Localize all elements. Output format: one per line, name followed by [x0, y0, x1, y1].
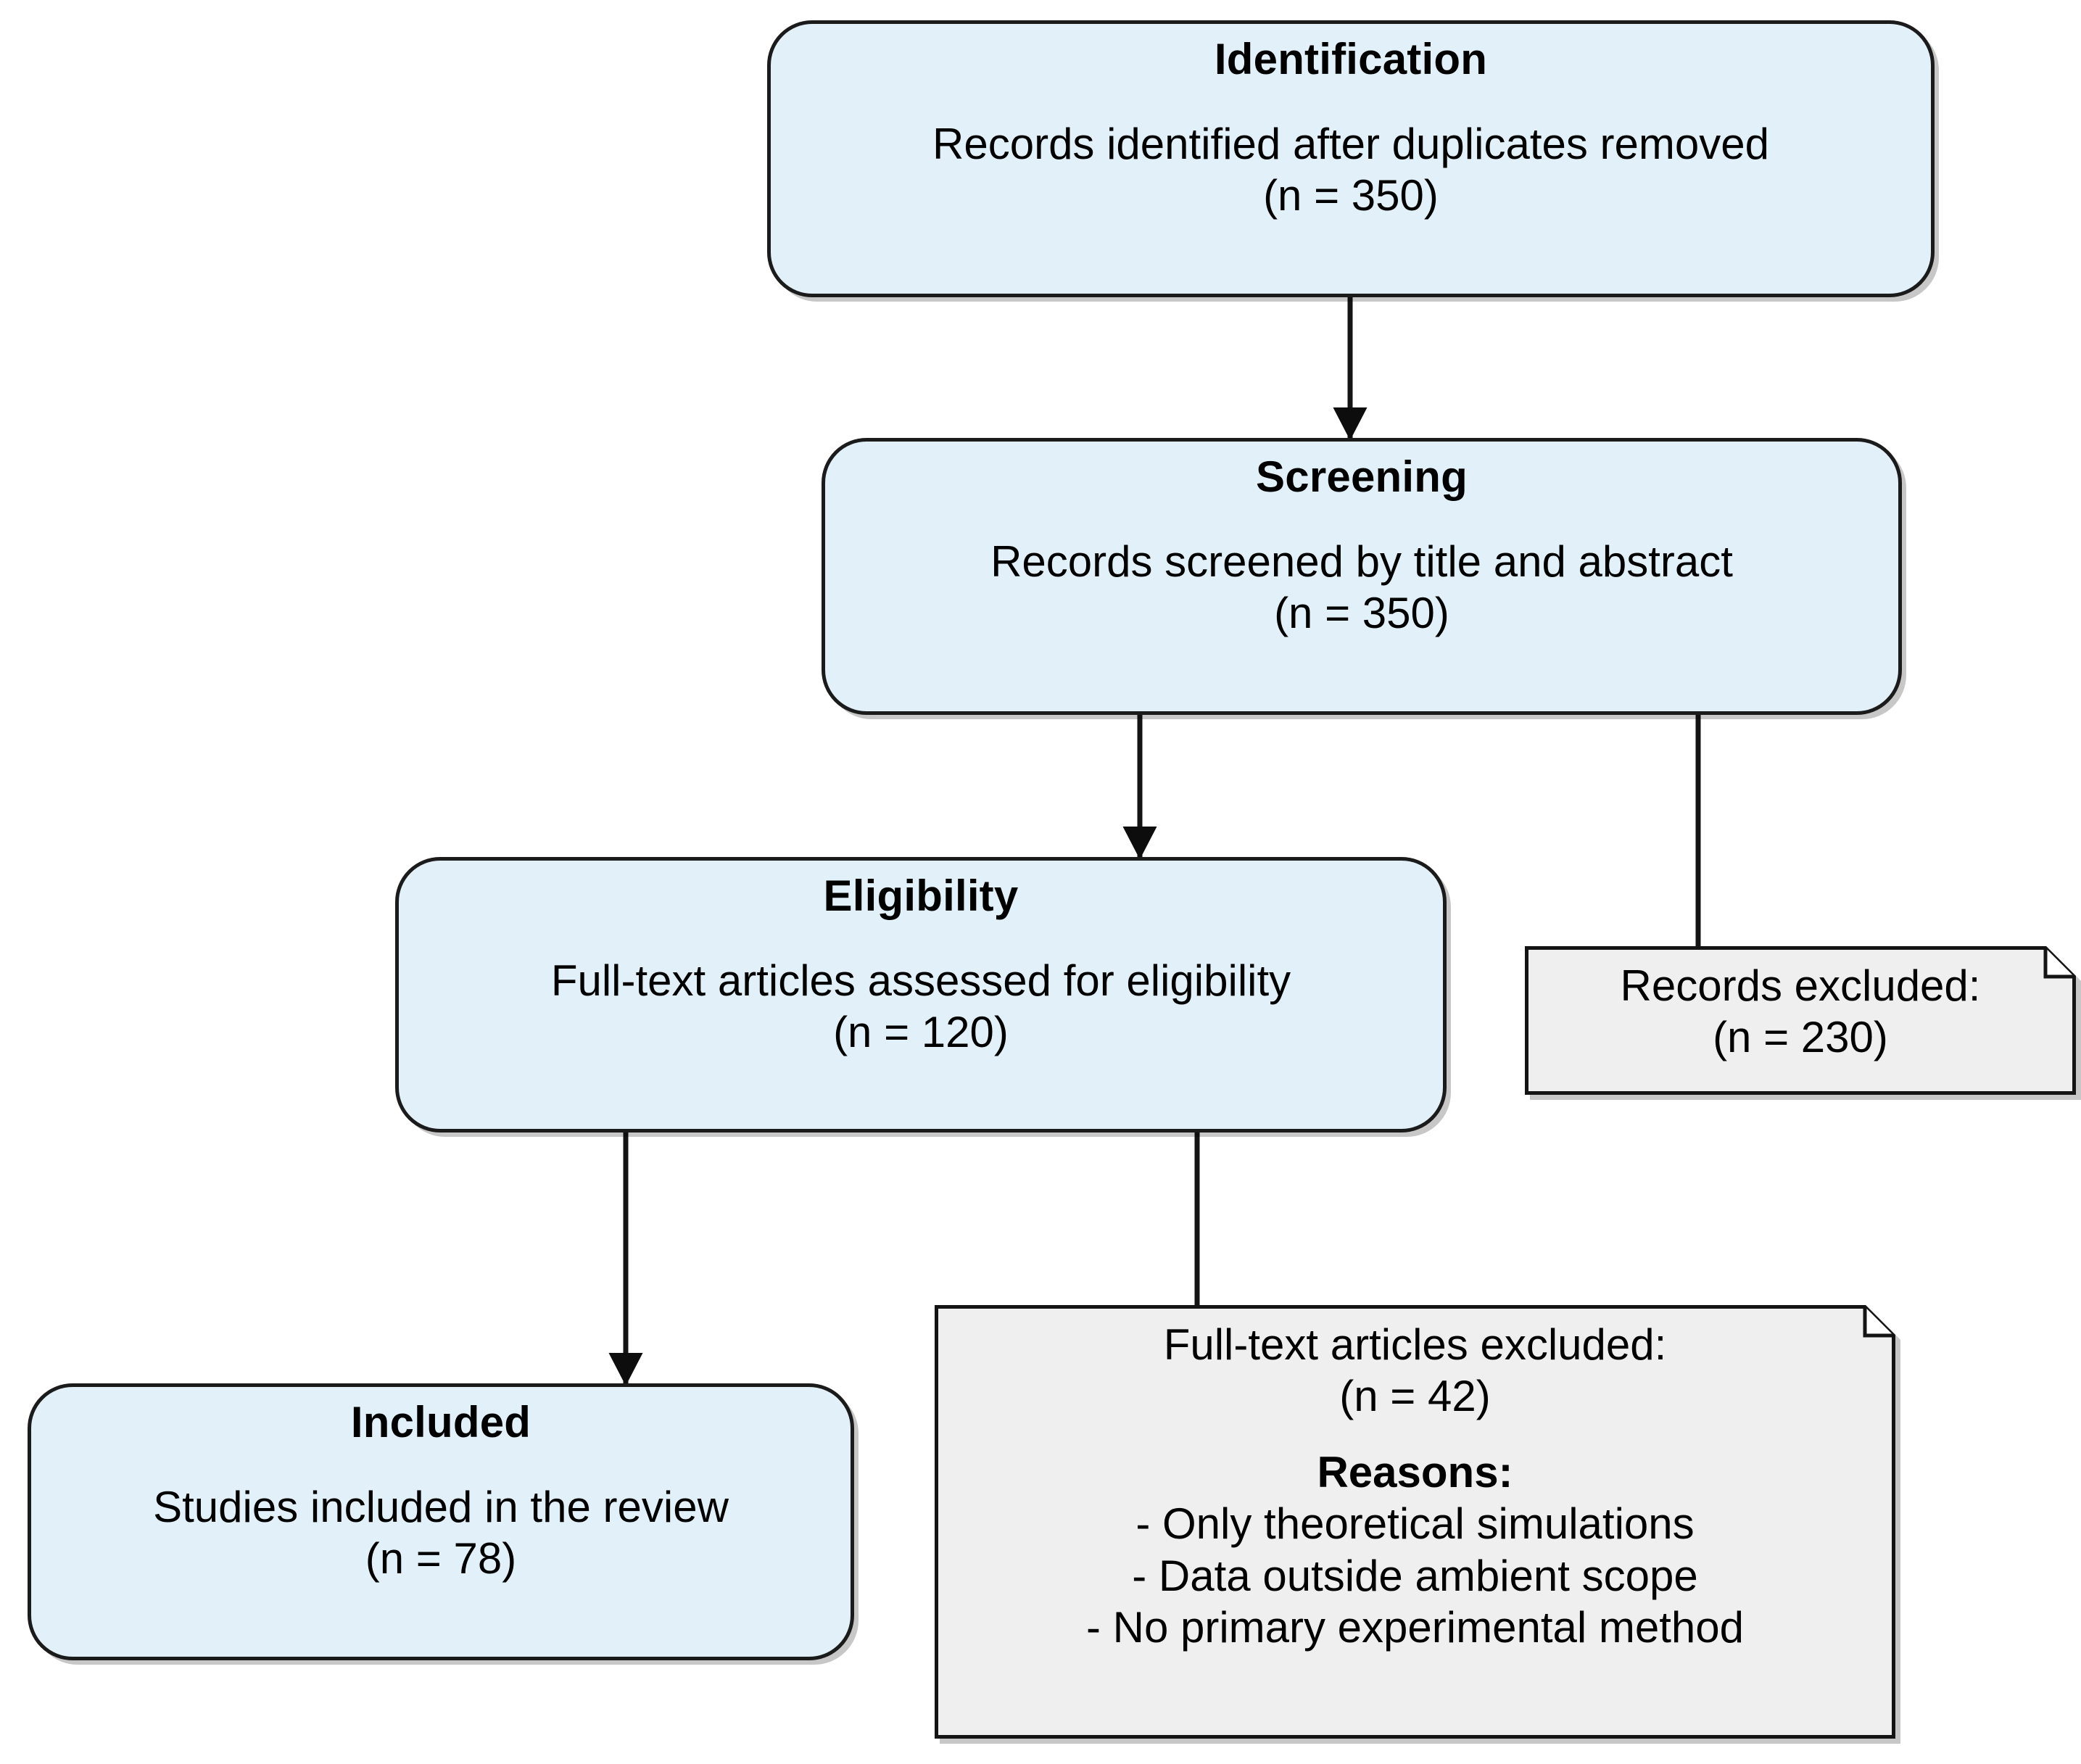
stage-title-included: Included	[350, 1398, 531, 1446]
note-count-records-excluded: (n = 230)	[1713, 1012, 1888, 1061]
note-content-fulltext-excluded: Full-text articles excluded: (n = 42) Re…	[935, 1305, 1895, 1739]
stage-count-screening: (n = 350)	[1274, 588, 1449, 637]
note-box-fulltext-excluded[interactable]: Full-text articles excluded: (n = 42) Re…	[935, 1305, 1895, 1739]
note-shape-records-excluded	[1525, 946, 2076, 1095]
stage-title-identification: Identification	[1214, 35, 1488, 83]
note-heading-records-excluded: Records excluded:	[1620, 961, 1981, 1010]
stage-count-included: (n = 78)	[365, 1533, 517, 1583]
stage-title-eligibility: Eligibility	[823, 871, 1019, 920]
stage-count-eligibility: (n = 120)	[833, 1007, 1009, 1056]
note-count-fulltext-excluded: (n = 42)	[1339, 1371, 1491, 1420]
stage-body-identification: Records identified after duplicates remo…	[932, 119, 1769, 168]
stage-body-eligibility: Full-text articles assessed for eligibil…	[550, 956, 1291, 1005]
note-reason-item: - Only theoretical simulations	[1135, 1499, 1695, 1549]
note-box-records-excluded[interactable]: Records excluded: (n = 230)	[1525, 946, 2076, 1095]
note-reasons-title: Reasons:	[1317, 1447, 1513, 1496]
note-reason-item: - No primary experimental method	[1085, 1603, 1744, 1652]
note-reason-item: - Data outside ambient scope	[1132, 1551, 1698, 1600]
stage-title-screening: Screening	[1256, 452, 1468, 501]
stage-count-identification: (n = 350)	[1263, 170, 1439, 220]
stage-body-included: Studies included in the review	[153, 1482, 729, 1531]
stage-box-eligibility[interactable]: Eligibility Full-text articles assessed …	[395, 857, 1447, 1132]
stage-box-identification[interactable]: Identification Records identified after …	[767, 20, 1935, 297]
note-shape-fulltext-excluded	[935, 1305, 1895, 1739]
note-content-records-excluded: Records excluded: (n = 230)	[1525, 946, 2076, 1095]
stage-body-screening: Records screened by title and abstract	[990, 537, 1733, 586]
note-heading-fulltext-excluded: Full-text articles excluded:	[1163, 1320, 1667, 1369]
stage-box-screening[interactable]: Screening Records screened by title and …	[822, 438, 1902, 715]
stage-box-included[interactable]: Included Studies included in the review …	[28, 1383, 854, 1660]
